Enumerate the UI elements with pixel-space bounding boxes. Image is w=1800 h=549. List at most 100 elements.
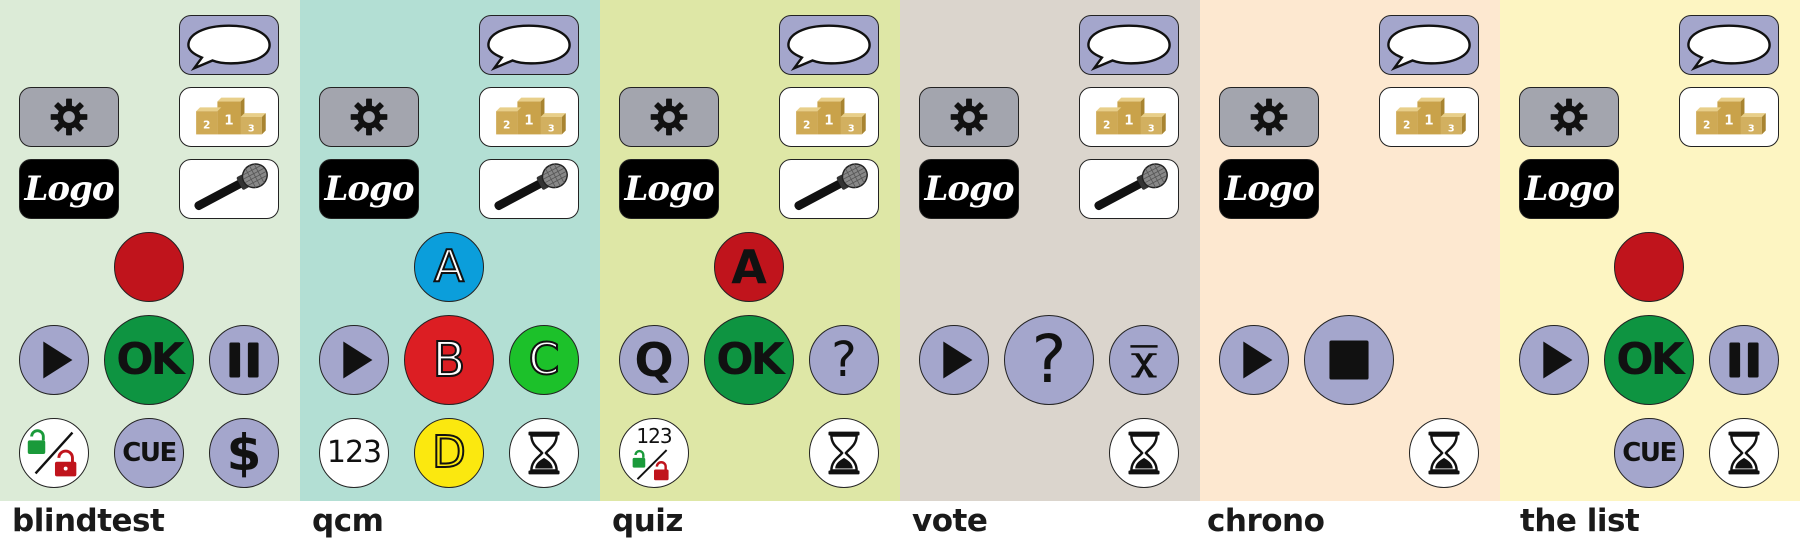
ok-label: OK — [716, 334, 784, 385]
speech-bubble-icon — [480, 16, 578, 74]
answer-b-label: B — [432, 332, 467, 388]
microphone-icon — [1080, 160, 1178, 218]
dollar-button[interactable]: $ — [209, 418, 279, 488]
pause-button[interactable] — [209, 325, 279, 395]
stop-button[interactable] — [1304, 315, 1394, 405]
play-button[interactable] — [919, 325, 989, 395]
podium-button[interactable] — [479, 87, 579, 147]
settings-button[interactable] — [19, 87, 119, 147]
answer-a-label: A — [433, 241, 465, 292]
chat-button[interactable] — [1679, 15, 1779, 75]
logo-button[interactable]: Logo — [319, 159, 419, 219]
chat-button[interactable] — [1079, 15, 1179, 75]
hourglass-icon — [810, 419, 878, 487]
lock-toggle-button[interactable] — [19, 418, 89, 488]
speech-bubble-icon — [1380, 16, 1478, 74]
microphone-button[interactable] — [1079, 159, 1179, 219]
play-button[interactable] — [1219, 325, 1289, 395]
panel-blindtest: Logo OK CUE $ — [0, 0, 300, 501]
microphone-button[interactable] — [179, 159, 279, 219]
gear-icon — [347, 95, 391, 139]
speech-bubble-icon — [1680, 16, 1778, 74]
red-buzzer-button[interactable] — [1614, 232, 1684, 302]
caption-thelist: the list — [1520, 503, 1640, 539]
red-buzzer-button[interactable] — [114, 232, 184, 302]
logo-button[interactable]: Logo — [1519, 159, 1619, 219]
timer-button[interactable] — [1109, 418, 1179, 488]
podium-button[interactable] — [1679, 87, 1779, 147]
microphone-button[interactable] — [479, 159, 579, 219]
gear-icon — [1247, 95, 1291, 139]
podium-icon — [480, 88, 578, 146]
logo-button[interactable]: Logo — [1219, 159, 1319, 219]
timer-button[interactable] — [509, 418, 579, 488]
settings-button[interactable] — [919, 87, 1019, 147]
cue-button[interactable]: CUE — [114, 418, 184, 488]
settings-button[interactable] — [1219, 87, 1319, 147]
gear-icon — [647, 95, 691, 139]
cue-label: CUE — [122, 438, 177, 468]
panel-chrono: Logo — [1200, 0, 1500, 501]
settings-button[interactable] — [619, 87, 719, 147]
answer-a-button[interactable]: A — [414, 232, 484, 302]
chat-button[interactable] — [179, 15, 279, 75]
caption-vote: vote — [912, 503, 988, 539]
podium-button[interactable] — [1079, 87, 1179, 147]
logo-label: Logo — [1524, 169, 1614, 209]
podium-icon — [1680, 88, 1778, 146]
question-mark-button[interactable]: ? — [809, 325, 879, 395]
gear-icon — [47, 95, 91, 139]
numbers-lock-button[interactable]: 123 — [619, 418, 689, 488]
question-mark-button[interactable]: ? — [1004, 315, 1094, 405]
play-icon — [320, 325, 388, 395]
answer-d-label: D — [431, 427, 467, 478]
caption-quiz: quiz — [612, 503, 683, 539]
panel-vote: Logo ? — [900, 0, 1200, 501]
chat-button[interactable] — [779, 15, 879, 75]
play-button[interactable] — [319, 325, 389, 395]
settings-button[interactable] — [319, 87, 419, 147]
logo-label: Logo — [624, 169, 714, 209]
podium-button[interactable] — [179, 87, 279, 147]
play-button[interactable] — [19, 325, 89, 395]
play-icon — [20, 325, 88, 395]
numbers-label: 123 — [326, 435, 382, 470]
timer-button[interactable] — [809, 418, 879, 488]
pause-button[interactable] — [1709, 325, 1779, 395]
question-button[interactable]: Q — [619, 325, 689, 395]
play-button[interactable] — [1519, 325, 1589, 395]
timer-button[interactable] — [1409, 418, 1479, 488]
ok-button[interactable]: OK — [1604, 315, 1694, 405]
ok-button[interactable]: OK — [104, 315, 194, 405]
logo-button[interactable]: Logo — [19, 159, 119, 219]
speech-bubble-icon — [180, 16, 278, 74]
lock-unlock-icon — [620, 419, 688, 487]
timer-button[interactable] — [1709, 418, 1779, 488]
logo-button[interactable]: Logo — [619, 159, 719, 219]
logo-label: Logo — [1224, 169, 1314, 209]
answer-d-button[interactable]: D — [414, 418, 484, 488]
chat-button[interactable] — [479, 15, 579, 75]
microphone-button[interactable] — [779, 159, 879, 219]
podium-button[interactable] — [779, 87, 879, 147]
settings-button[interactable] — [1519, 87, 1619, 147]
podium-button[interactable] — [1379, 87, 1479, 147]
question-mark-label: ? — [1031, 321, 1067, 398]
hourglass-icon — [1110, 419, 1178, 487]
cue-button[interactable]: CUE — [1614, 418, 1684, 488]
numbers-button[interactable]: 123 — [319, 418, 389, 488]
logo-label: Logo — [24, 169, 114, 209]
answer-b-button[interactable]: B — [404, 315, 494, 405]
answer-a-button[interactable]: A — [714, 232, 784, 302]
hourglass-icon — [1710, 419, 1778, 487]
answer-c-button[interactable]: C — [509, 325, 579, 395]
ok-button[interactable]: OK — [704, 315, 794, 405]
microphone-icon — [480, 160, 578, 218]
average-button[interactable] — [1109, 325, 1179, 395]
logo-button[interactable]: Logo — [919, 159, 1019, 219]
dollar-label: $ — [226, 424, 262, 482]
mean-x-bar-icon — [1130, 345, 1158, 378]
gear-icon — [947, 95, 991, 139]
panel-thelist: Logo OK CUE — [1500, 0, 1800, 501]
chat-button[interactable] — [1379, 15, 1479, 75]
